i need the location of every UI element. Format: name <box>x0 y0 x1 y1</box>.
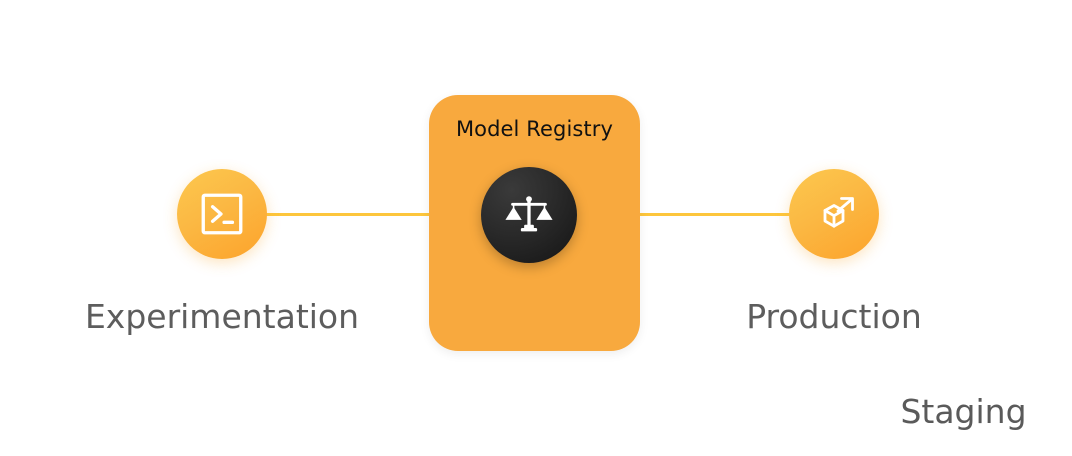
model-registry-title: Model Registry <box>455 117 614 141</box>
stage-label-experimentation: Experimentation <box>84 297 360 336</box>
terminal-icon <box>197 189 247 239</box>
model-registry-badge[interactable] <box>481 167 577 263</box>
stage-node-production[interactable] <box>789 169 879 259</box>
model-registry-card[interactable]: Model Registry <box>429 95 1027 431</box>
connector-experimentation-to-staging <box>250 213 450 216</box>
connector-staging-to-production <box>620 213 810 216</box>
stage-node-experimentation[interactable] <box>177 169 267 259</box>
balance-scales-icon <box>503 189 555 241</box>
stage-label-production: Production <box>746 297 922 336</box>
stage-label-staging: Staging <box>900 392 1027 431</box>
cube-deploy-icon <box>808 188 860 240</box>
